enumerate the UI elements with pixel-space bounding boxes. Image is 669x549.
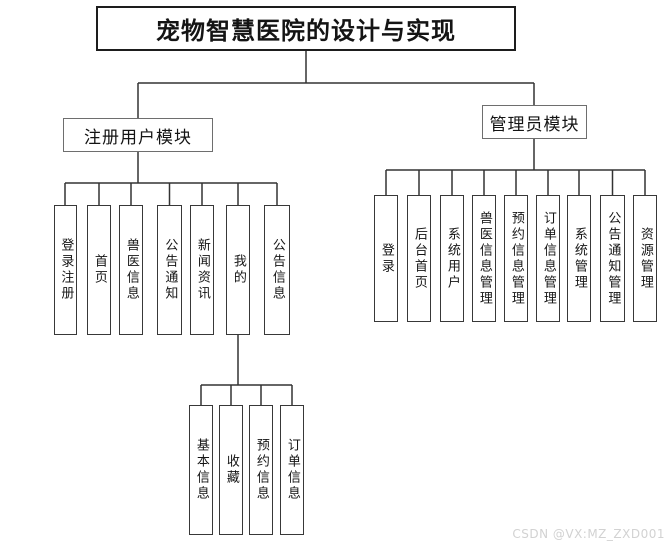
node-vet-info: 兽医信息	[119, 205, 143, 335]
node-admin-home: 后台首页	[407, 195, 431, 322]
node-system-user: 系统用户	[440, 195, 464, 322]
root-title-label: 宠物智慧医院的设计与实现	[156, 17, 456, 45]
node-label: 兽医信息管理	[476, 210, 492, 307]
node-label: 登录注册	[58, 238, 74, 302]
node-label: 我的	[230, 254, 246, 286]
node-announcement-notice: 公告通知	[157, 205, 182, 335]
node-label: 后台首页	[411, 226, 427, 291]
node-login-register: 登录注册	[54, 205, 77, 335]
node-user-module: 注册用户模块	[63, 118, 213, 152]
node-label: 公告信息	[269, 238, 285, 302]
node-label: 收藏	[223, 454, 239, 486]
node-label: 资源管理	[637, 226, 653, 291]
node-label: 首页	[91, 254, 107, 286]
node-label: 预约信息	[253, 438, 269, 502]
node-vet-info-mgmt: 兽医信息管理	[472, 195, 496, 322]
node-label: 基本信息	[193, 438, 209, 502]
node-home: 首页	[87, 205, 111, 335]
node-system-mgmt: 系统管理	[567, 195, 591, 322]
node-order-mgmt: 订单信息管理	[536, 195, 560, 322]
node-label: 新闻资讯	[194, 238, 210, 302]
admin-module-label: 管理员模块	[489, 114, 580, 135]
node-news: 新闻资讯	[190, 205, 214, 335]
node-label: 系统用户	[444, 226, 460, 291]
node-label: 订单信息	[284, 438, 300, 502]
node-label: 登录	[378, 242, 394, 275]
node-mine: 我的	[226, 205, 250, 335]
node-label: 预约信息管理	[508, 210, 524, 307]
node-label: 公告通知	[162, 238, 178, 302]
node-basic-info: 基本信息	[189, 405, 213, 535]
node-favorites: 收藏	[219, 405, 243, 535]
node-announcement-info: 公告信息	[264, 205, 290, 335]
node-label: 订单信息管理	[540, 210, 556, 307]
node-resource-mgmt: 资源管理	[633, 195, 657, 322]
node-reservation-info: 预约信息	[249, 405, 273, 535]
node-admin-login: 登录	[374, 195, 398, 322]
csdn-watermark: CSDN @VX:MZ_ZXD001	[512, 527, 665, 541]
node-label: 系统管理	[571, 226, 587, 291]
node-order-info: 订单信息	[280, 405, 304, 535]
root-node-title: 宠物智慧医院的设计与实现	[96, 6, 516, 51]
node-announcement-mgmt: 公告通知管理	[600, 195, 625, 322]
node-reservation-mgmt: 预约信息管理	[504, 195, 528, 322]
node-label: 公告通知管理	[605, 210, 621, 307]
user-module-label: 注册用户模块	[84, 127, 192, 148]
node-admin-module: 管理员模块	[482, 105, 587, 139]
node-label: 兽医信息	[123, 238, 139, 302]
